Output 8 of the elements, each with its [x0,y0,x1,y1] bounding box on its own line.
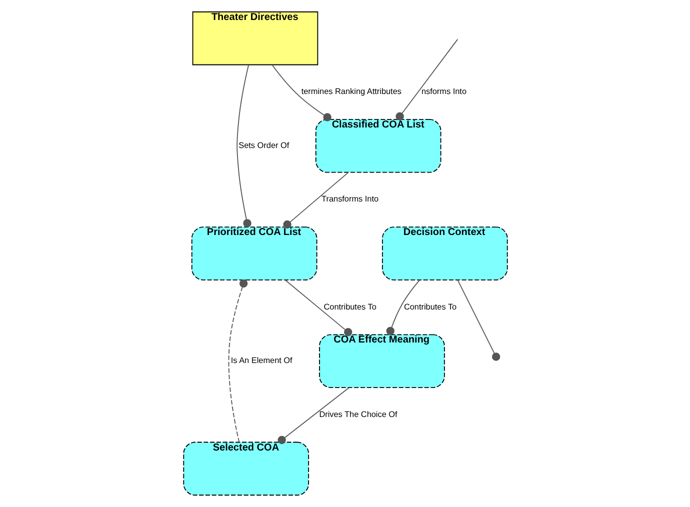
edge-label: Contributes To [403,302,456,312]
edge-label: nsforms Into [420,87,466,96]
edge-label: Contributes To [323,302,376,312]
edge-label: Drives The Choice Of [318,410,397,419]
edge-label: Is An Element Of [230,356,292,366]
edge-label: Sets Order Of [238,140,289,150]
edge-label: Transforms Into [321,194,378,204]
edge-label: termines Ranking Attributes [300,87,401,96]
